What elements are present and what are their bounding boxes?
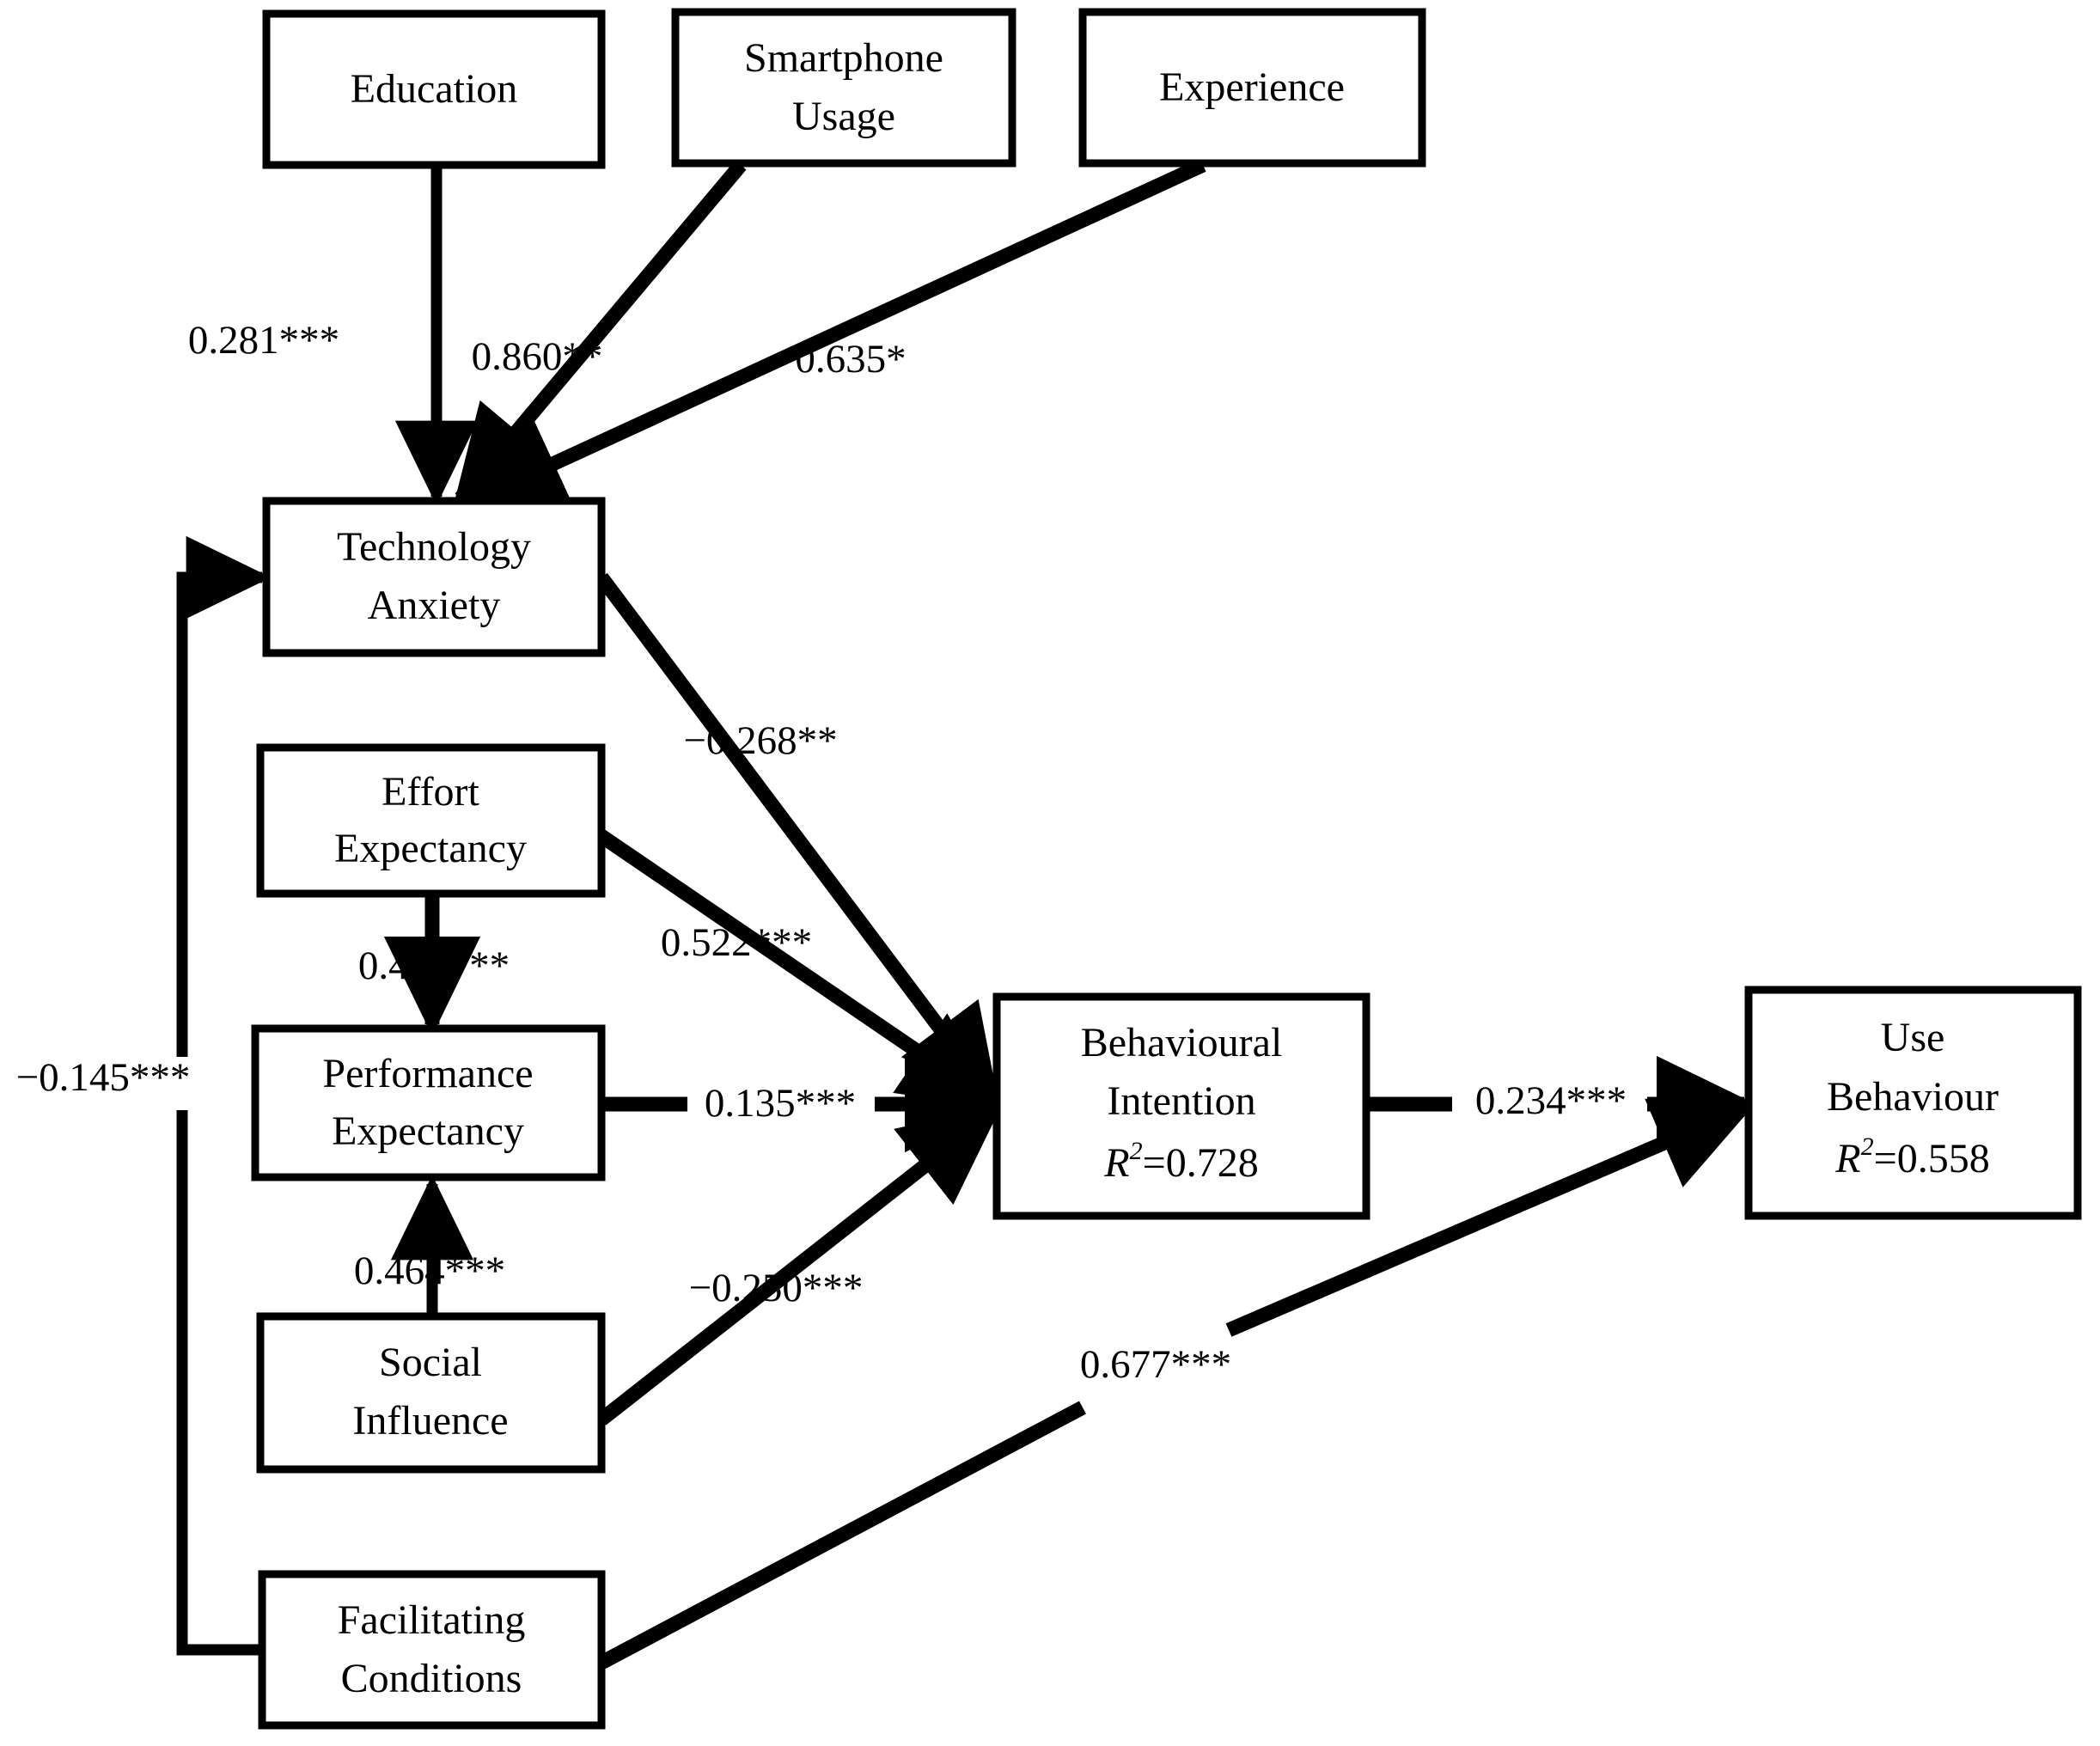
coefficient-label-smartphone-usage-technology-anxiety: 0.860**	[472, 334, 603, 379]
node-label-use-behaviour-line2: Behaviour	[1827, 1074, 1999, 1120]
node-label-education: Education	[351, 66, 518, 112]
coefficient-label-experience-technology-anxiety: 0.635*	[795, 337, 906, 382]
coefficient-label-education-technology-anxiety: 0.281***	[188, 318, 339, 363]
edge-facilitating-conditions-to-use-behaviour	[598, 1098, 1755, 1670]
node-label-performance-expectancy-line2: Expectancy	[332, 1108, 524, 1154]
edge-experience-to-technology-anxiety	[463, 158, 1206, 508]
node-label-use-behaviour-line1: Use	[1881, 1015, 1945, 1060]
node-label-behavioural-intention-line1: Behavioural	[1081, 1020, 1283, 1065]
node-use-behaviour[interactable]: Use Behaviour R2=0.558	[1744, 986, 2082, 1220]
node-box-technology-anxiety[interactable]	[262, 497, 606, 657]
edge-line-fc-ub-seg1	[598, 1401, 1086, 1670]
node-label-social-influence-line1: Social	[379, 1340, 482, 1385]
coefficient-label-facilitating-conditions-use-behaviour: 0.677***	[1080, 1342, 1231, 1387]
node-label-smartphone-usage-line1: Smartphone	[744, 35, 943, 81]
node-box-behavioural-intention[interactable]	[992, 992, 1370, 1220]
node-box-effort-expectancy[interactable]	[256, 743, 606, 898]
node-label-facilitating-conditions-line1: Facilitating	[338, 1597, 526, 1643]
node-label-behavioural-intention-line2: Intention	[1107, 1078, 1255, 1124]
coefficient-label-technology-anxiety-behavioural-intention: −0.268**	[683, 718, 837, 763]
coefficient-label-performance-expectancy-behavioural-intention: 0.135***	[705, 1081, 856, 1126]
r2-value-bi: =0.728	[1143, 1140, 1259, 1186]
node-label-smartphone-usage-line2: Usage	[792, 94, 895, 139]
coefficient-label-social-influence-behavioural-intention: −0.250***	[689, 1266, 864, 1310]
node-education[interactable]: Education	[262, 9, 606, 169]
node-box-smartphone-usage[interactable]	[671, 8, 1016, 168]
node-box-performance-expectancy[interactable]	[251, 1024, 606, 1181]
node-label-social-influence-line2: Influence	[352, 1398, 508, 1444]
coefficient-label-facilitating-conditions-technology-anxiety: −0.145***	[16, 1055, 191, 1100]
r2-symbol-ub: R	[1834, 1136, 1860, 1181]
node-label-effort-expectancy-line1: Effort	[382, 769, 479, 815]
coefficient-label-effort-expectancy-behavioural-intention: 0.522***	[661, 920, 812, 965]
edge-line-si-bi	[596, 1105, 1002, 1425]
node-box-use-behaviour[interactable]	[1744, 986, 2082, 1220]
node-box-experience[interactable]	[1078, 8, 1426, 168]
node-box-education[interactable]	[262, 9, 606, 169]
node-label-effort-expectancy-line2: Expectancy	[334, 826, 527, 871]
r2-symbol-bi: R	[1103, 1140, 1129, 1186]
edge-social-influence-to-behavioural-intention	[596, 1105, 1002, 1425]
node-behavioural-intention[interactable]: Behavioural Intention R2=0.728	[992, 992, 1370, 1220]
node-effort-expectancy[interactable]: Effort Expectancy	[256, 743, 606, 898]
node-technology-anxiety[interactable]: Technology Anxiety	[262, 497, 606, 657]
node-label-use-behaviour-r2: R2=0.558	[1834, 1132, 1989, 1181]
coefficient-label-effort-expectancy-performance-expectancy: 0.441***	[358, 943, 510, 988]
node-facilitating-conditions[interactable]: Facilitating Conditions	[258, 1570, 606, 1730]
node-social-influence[interactable]: Social Influence	[256, 1312, 606, 1474]
edge-line-exp-ta	[463, 158, 1206, 508]
r2-superscript-ub: 2	[1861, 1132, 1874, 1161]
edge-line-ee-bi	[597, 829, 1003, 1109]
edge-path-fc-ta-lower	[176, 1110, 262, 1656]
r2-superscript-bi: 2	[1130, 1137, 1143, 1165]
node-box-facilitating-conditions[interactable]	[258, 1570, 606, 1730]
edge-technology-anxiety-to-behavioural-intention	[595, 572, 1000, 1108]
edge-effort-expectancy-to-behavioural-intention	[597, 829, 1003, 1109]
edge-facilitating-conditions-to-technology-anxiety	[176, 535, 272, 1656]
node-label-technology-anxiety-line2: Anxiety	[368, 583, 501, 628]
r2-value-ub: =0.558	[1874, 1136, 1990, 1181]
node-label-technology-anxiety-line1: Technology	[337, 524, 531, 570]
edge-path-fc-ta-upper	[176, 535, 272, 1057]
node-performance-expectancy[interactable]: Performance Expectancy	[251, 1024, 606, 1181]
node-box-social-influence[interactable]	[256, 1312, 606, 1474]
edge-line-fc-ub-seg2	[1225, 1098, 1755, 1337]
node-label-experience: Experience	[1159, 64, 1345, 110]
coefficient-label-behavioural-intention-use-behaviour: 0.234***	[1475, 1078, 1627, 1123]
coefficient-label-social-influence-performance-expectancy: 0.464***	[354, 1248, 505, 1293]
node-label-performance-expectancy-line1: Performance	[322, 1051, 533, 1096]
node-experience[interactable]: Experience	[1078, 8, 1426, 168]
edge-line-ta-bi	[595, 572, 1000, 1108]
node-smartphone-usage[interactable]: Smartphone Usage	[671, 8, 1016, 168]
node-label-facilitating-conditions-line2: Conditions	[341, 1656, 522, 1701]
node-label-behavioural-intention-r2: R2=0.728	[1103, 1137, 1258, 1186]
